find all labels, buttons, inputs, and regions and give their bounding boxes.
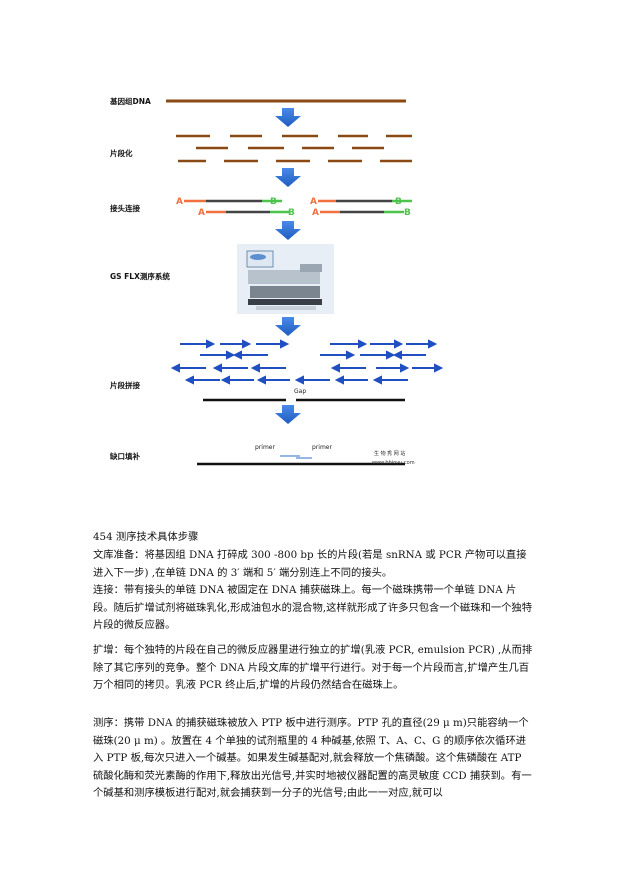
paragraph-ligation: 连接：带有接头的单链 DNA 被固定在 DNA 捕获磁珠上。每一个磁珠携带一个单… <box>93 582 533 635</box>
read-arrowhead-icon <box>401 365 407 371</box>
down-arrow-icon <box>275 317 301 336</box>
label-fragmentation: 片段化 <box>110 148 133 158</box>
read-arrowhead-icon <box>333 365 339 371</box>
adapter-b-label: B <box>288 208 295 218</box>
down-arrow-icon <box>275 168 301 187</box>
down-arrow-icon <box>275 405 301 424</box>
read-arrowhead-icon <box>359 341 365 347</box>
read-arrowhead-icon <box>297 377 303 383</box>
paragraph-library-prep: 文库准备：将基因组 DNA 打碎成 300 -800 bp 长的片段(若是 sn… <box>93 547 533 582</box>
sequencer-instrument-image <box>237 244 334 314</box>
read-arrowhead-icon <box>187 377 193 383</box>
down-arrow-icon <box>275 221 301 240</box>
read-arrowhead-icon <box>227 352 233 358</box>
read-arrowhead-icon <box>253 365 259 371</box>
label-sequencing-system: GS FLX测序系统 <box>110 271 170 281</box>
adapter-a-label: A <box>198 208 205 218</box>
adapter-b-label: B <box>404 208 411 218</box>
watermark-url: www.bbioyu.com <box>372 460 415 466</box>
label-genomic-dna: 基因组DNA <box>109 96 151 106</box>
read-arrowhead-icon <box>435 365 441 371</box>
adapter-a-label: A <box>310 197 317 207</box>
adapter-ligated-fragments <box>184 201 412 212</box>
read-arrowhead-icon <box>347 352 353 358</box>
read-arrowhead-icon <box>215 365 221 371</box>
adapter-a-label: A <box>176 197 183 207</box>
sequence-reads <box>173 341 441 383</box>
read-arrowhead-icon <box>243 341 249 347</box>
primer-label-left: primer <box>255 444 275 451</box>
read-arrowhead-icon <box>235 352 241 358</box>
read-arrowhead-icon <box>387 352 393 358</box>
paragraph-amplification: 扩增：每个独特的片段在自己的微反应器里进行独立的扩增(乳液 PCR, emuls… <box>93 642 533 695</box>
read-arrowhead-icon <box>173 365 179 371</box>
primer-label-right: primer <box>312 444 332 451</box>
read-arrowhead-icon <box>429 341 435 347</box>
adapter-a-label: A <box>312 208 319 218</box>
section-heading: 454 测序技术具体步骤 <box>93 529 533 547</box>
dna-fragments <box>176 136 412 161</box>
read-arrowhead-icon <box>223 377 229 383</box>
label-adapter-ligation: 接头连接 <box>110 203 140 213</box>
label-gap-filling: 缺口填补 <box>109 451 140 461</box>
adapter-b-label: B <box>270 197 277 207</box>
454-workflow-figure: 基因组DNA 片段化 接头连接 GS FLX测序系统 片段拼接 缺口填补 <box>0 0 620 480</box>
read-arrowhead-icon <box>207 341 213 347</box>
read-arrowhead-icon <box>395 352 401 358</box>
watermark-text: 生 物 秀 网 站 <box>374 450 405 457</box>
read-arrowhead-icon <box>337 377 343 383</box>
label-assembly: 片段拼接 <box>110 380 140 390</box>
read-arrowhead-icon <box>375 377 381 383</box>
down-arrow-icon <box>275 108 301 127</box>
read-arrowhead-icon <box>395 341 401 347</box>
paragraph-sequencing: 测序：携带 DNA 的捕获磁珠被放入 PTP 板中进行测序。PTP 孔的直径(2… <box>93 715 533 803</box>
adapter-b-label: B <box>395 197 402 207</box>
gap-label: Gap <box>294 388 306 395</box>
read-arrowhead-icon <box>259 377 265 383</box>
read-arrowhead-icon <box>281 341 287 347</box>
